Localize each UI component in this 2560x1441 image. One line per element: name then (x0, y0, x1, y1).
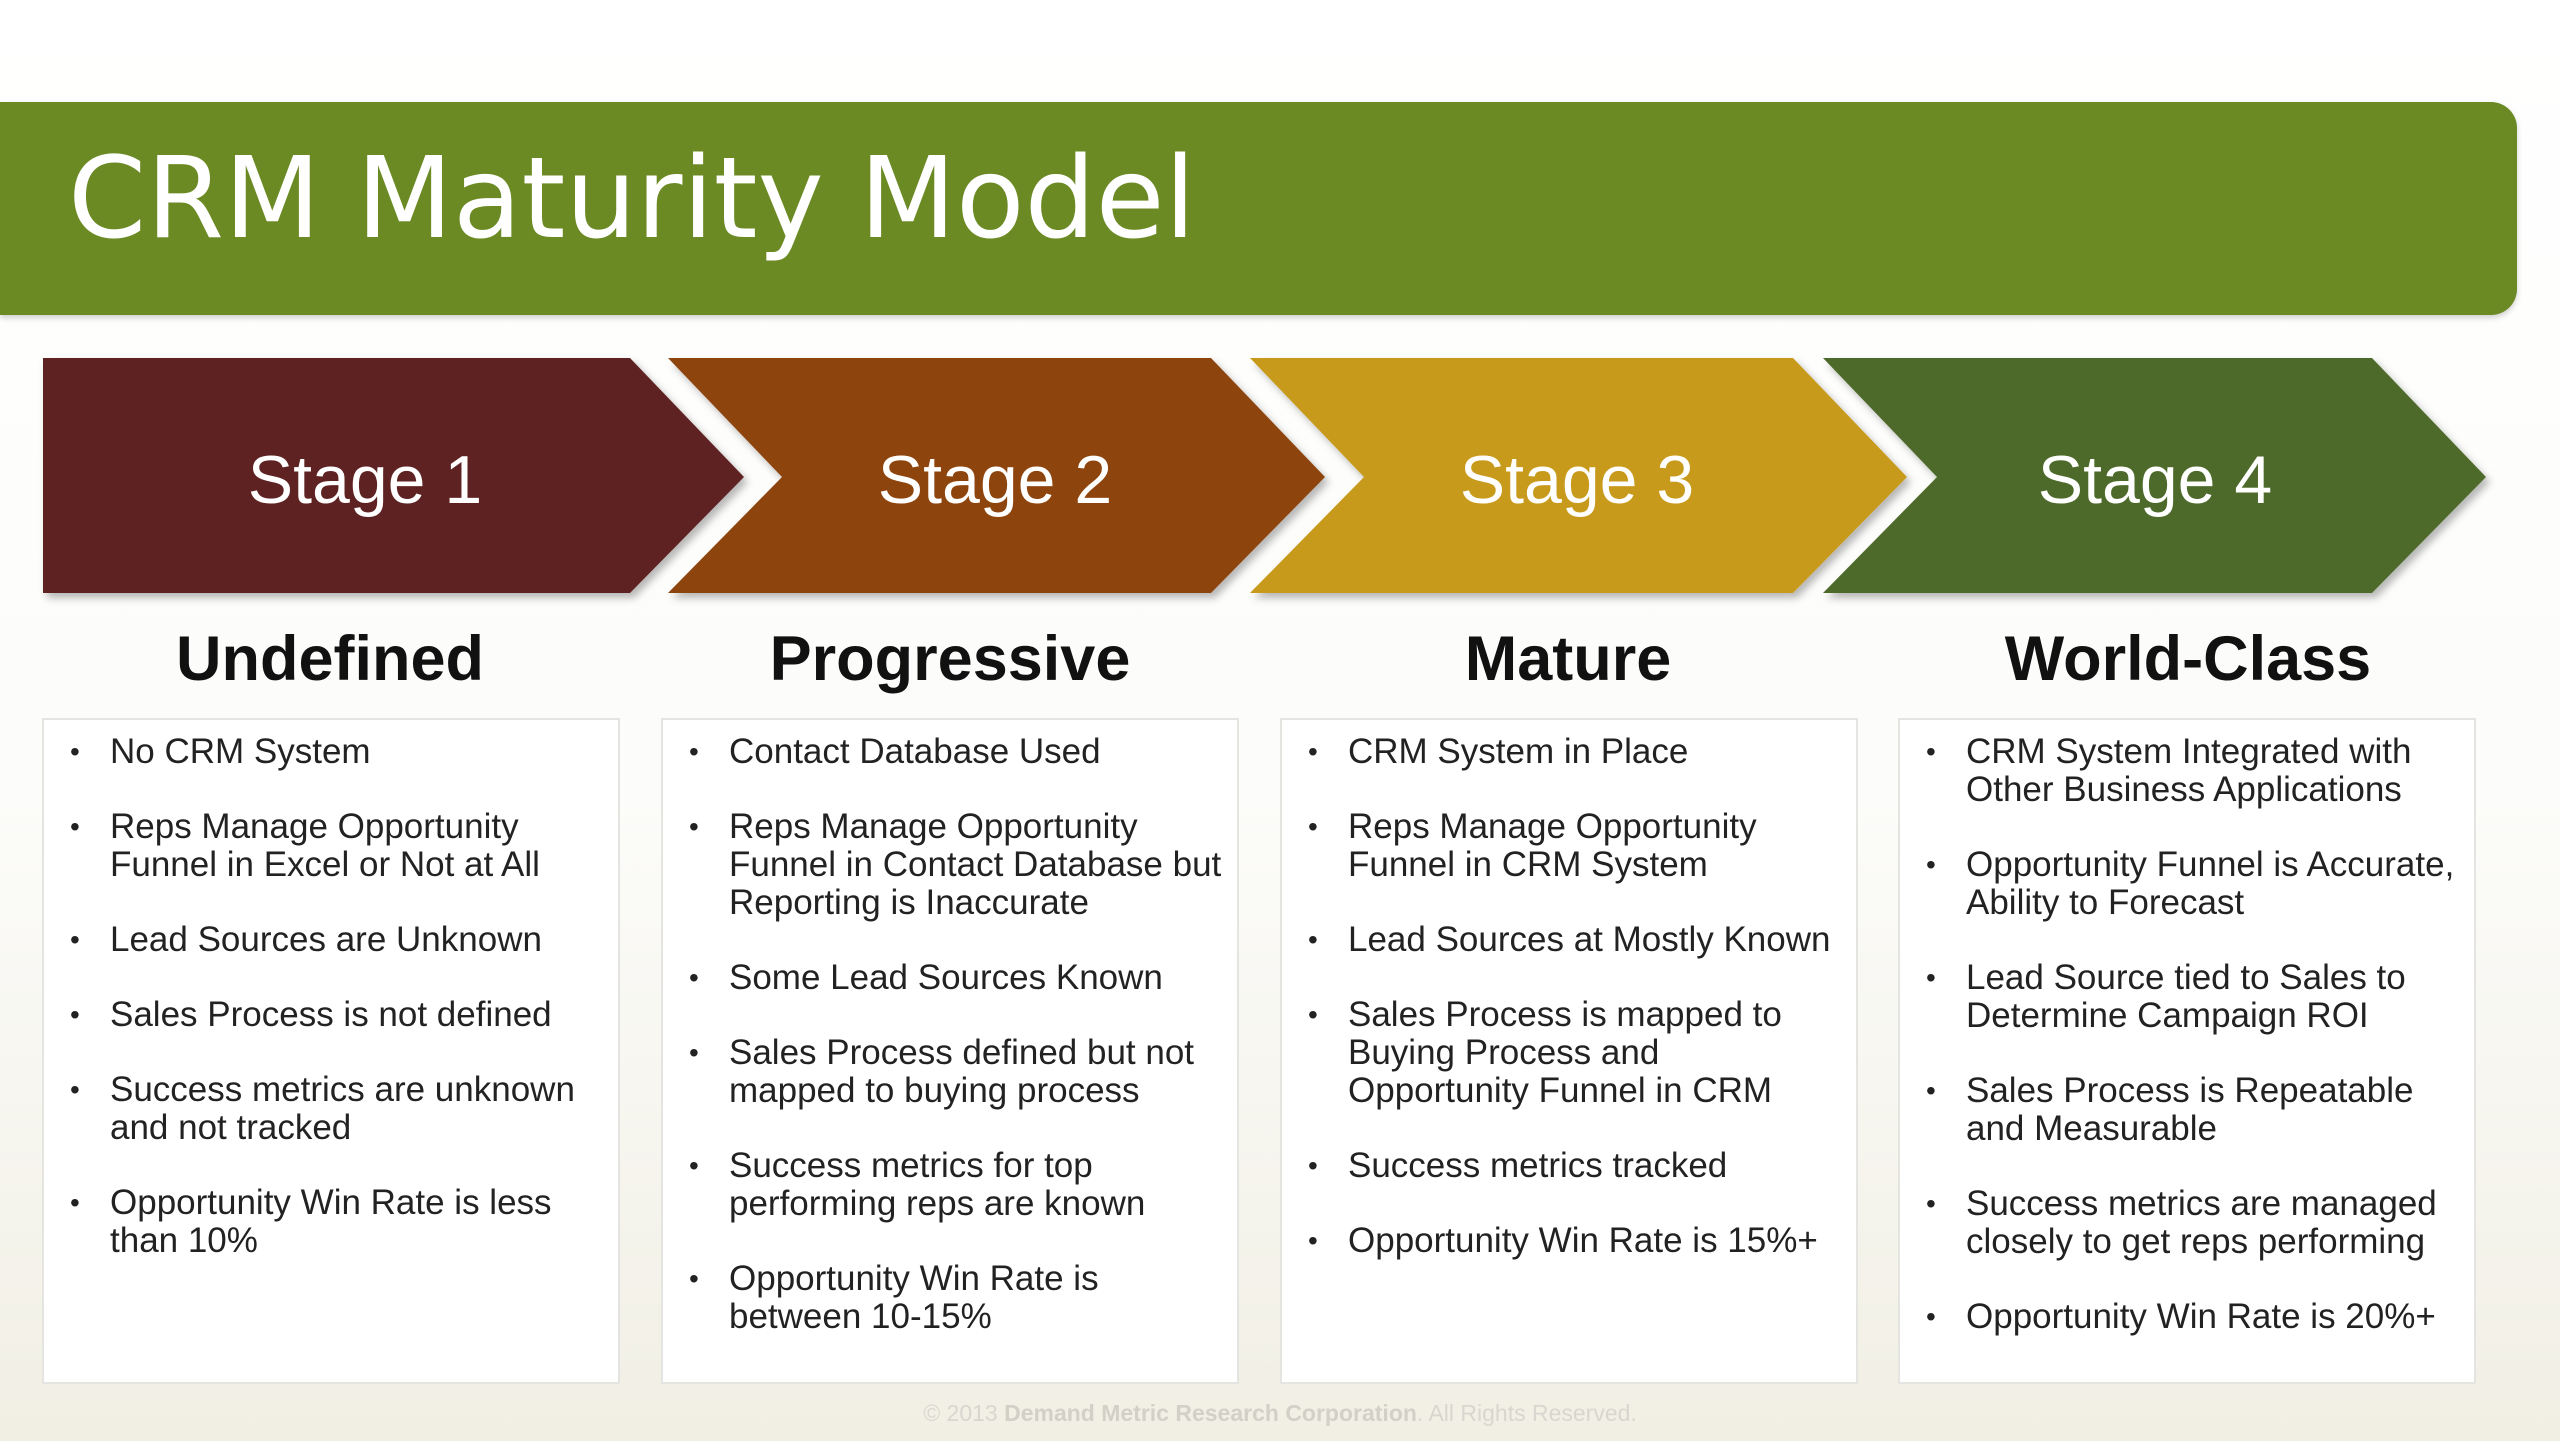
title-banner: CRM Maturity Model (0, 102, 2517, 315)
list-item-text: Reps Manage Opportunity Funnel in Contac… (729, 807, 1222, 922)
list-item: •Lead Sources at Mostly Known (1308, 920, 1831, 959)
list-item: •Opportunity Funnel is Accurate, Ability… (1926, 845, 2455, 922)
copyright-footer: © 2013 Demand Metric Research Corporatio… (923, 1400, 1637, 1426)
list-item: •Success metrics tracked (1308, 1146, 1728, 1185)
list-item: •Opportunity Win Rate is less than 10% (70, 1183, 552, 1260)
list-item: •CRM System in Place (1308, 732, 1689, 771)
stage-4-label: Stage 4 (2037, 442, 2273, 518)
list-item: •CRM System Integrated with Other Busine… (1926, 732, 2412, 809)
stage-2-criteria-list: •Contact Database Used •Reps Manage Oppo… (663, 720, 1237, 1336)
list-item-text: Success metrics tracked (1348, 1146, 1728, 1185)
list-item-text: Reps Manage Opportunity Funnel in CRM Sy… (1348, 807, 1757, 884)
stage-3-criteria-list: •CRM System in Place •Reps Manage Opport… (1282, 720, 1856, 1260)
stage-4-chevron (1823, 358, 2486, 593)
list-item: •Opportunity Win Rate is 15%+ (1308, 1221, 1818, 1260)
stage-1-label: Stage 1 (247, 442, 483, 518)
list-item-text: Success metrics are unknown and not trac… (110, 1070, 575, 1147)
list-item: •Some Lead Sources Known (689, 958, 1163, 997)
list-item: •Success metrics for top performing reps… (689, 1146, 1146, 1223)
list-item-text: Opportunity Funnel is Accurate, Ability … (1966, 845, 2455, 922)
list-item: •Sales Process defined but not mapped to… (689, 1033, 1195, 1110)
list-item: •Sales Process is not defined (70, 995, 552, 1034)
list-item: •Reps Manage Opportunity Funnel in Conta… (689, 807, 1222, 922)
list-item: •Opportunity Win Rate is between 10-15% (689, 1259, 1099, 1336)
list-item: •Opportunity Win Rate is 20%+ (1926, 1297, 2436, 1336)
stage-1-name: Undefined (176, 624, 484, 694)
stage-1-panel: •No CRM System •Reps Manage Opportunity … (42, 718, 620, 1384)
stage-1-criteria-list: •No CRM System •Reps Manage Opportunity … (44, 720, 618, 1260)
list-item-text: CRM System in Place (1348, 732, 1689, 771)
list-item-text: Opportunity Win Rate is 20%+ (1966, 1297, 2436, 1336)
list-item-text: Lead Source tied to Sales to Determine C… (1966, 958, 2406, 1035)
list-item-text: Lead Sources at Mostly Known (1348, 920, 1831, 959)
list-item-text: Sales Process is Repeatable and Measurab… (1966, 1071, 2414, 1148)
list-item-text: Contact Database Used (729, 732, 1101, 771)
list-item-text: Opportunity Win Rate is between 10-15% (729, 1259, 1099, 1336)
stage-3-label: Stage 3 (1459, 442, 1695, 518)
stage-1-chevron (43, 358, 744, 593)
stage-4-criteria-list: •CRM System Integrated with Other Busine… (1900, 720, 2474, 1336)
list-item: •Contact Database Used (689, 732, 1101, 771)
stage-2-label: Stage 2 (877, 442, 1113, 518)
list-item-text: Success metrics are managed closely to g… (1966, 1184, 2437, 1261)
list-item-text: Reps Manage Opportunity Funnel in Excel … (110, 807, 540, 884)
list-item: •Reps Manage Opportunity Funnel in CRM S… (1308, 807, 1757, 884)
stage-4-panel: •CRM System Integrated with Other Busine… (1898, 718, 2476, 1384)
list-item: •Lead Sources are Unknown (70, 920, 542, 959)
list-item: •Reps Manage Opportunity Funnel in Excel… (70, 807, 540, 884)
list-item: •Success metrics are managed closely to … (1926, 1184, 2437, 1261)
stage-3-name: Mature (1464, 624, 1672, 694)
list-item-text: CRM System Integrated with Other Busines… (1966, 732, 2412, 809)
list-item-text: Opportunity Win Rate is 15%+ (1348, 1221, 1818, 1260)
stage-3-panel: •CRM System in Place •Reps Manage Opport… (1280, 718, 1858, 1384)
stage-3-chevron (1250, 358, 1907, 593)
list-item-text: Sales Process is not defined (110, 995, 552, 1034)
list-item-text: Success metrics for top performing reps … (729, 1146, 1146, 1223)
list-item: •Sales Process is Repeatable and Measura… (1926, 1071, 2414, 1148)
list-item: •No CRM System (70, 732, 371, 771)
list-item-text: Sales Process defined but not mapped to … (729, 1033, 1195, 1110)
copyright-brand: Demand Metric Research Corporation (1004, 1400, 1417, 1426)
list-item: •Sales Process is mapped to Buying Proce… (1308, 995, 1782, 1110)
copyright-year: © 2013 (923, 1400, 998, 1426)
copyright-rights: All Rights Reserved. (1428, 1400, 1637, 1426)
list-item: •Success metrics are unknown and not tra… (70, 1070, 575, 1147)
stage-chevrons (43, 358, 2486, 593)
stage-4-name: World-Class (2004, 624, 2372, 694)
list-item-text: Sales Process is mapped to Buying Proces… (1348, 995, 1782, 1110)
list-item-text: No CRM System (110, 732, 371, 771)
list-item-text: Some Lead Sources Known (729, 958, 1163, 997)
stage-2-chevron (668, 358, 1325, 593)
list-item: •Lead Source tied to Sales to Determine … (1926, 958, 2406, 1035)
list-item-text: Lead Sources are Unknown (110, 920, 542, 959)
list-item-text: Opportunity Win Rate is less than 10% (110, 1183, 552, 1260)
stage-2-name: Progressive (769, 624, 1131, 694)
page-title: CRM Maturity Model (68, 134, 1196, 264)
stage-2-panel: •Contact Database Used •Reps Manage Oppo… (661, 718, 1239, 1384)
